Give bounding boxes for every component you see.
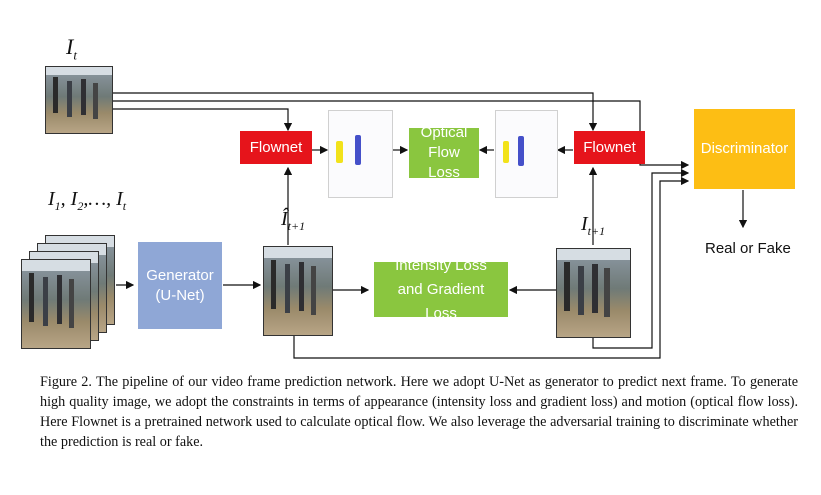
arrow-target-to-discriminator xyxy=(592,168,690,349)
frame-it-label: It xyxy=(66,34,77,63)
arrow-it-to-flownet-left xyxy=(112,108,293,132)
frame-it-image xyxy=(45,66,113,134)
sequence-frame xyxy=(21,259,91,349)
figure-caption: Figure 2. The pipeline of our video fram… xyxy=(40,374,798,450)
target-frame-label: It+1 xyxy=(581,213,606,238)
target-frame-image xyxy=(556,248,631,338)
predicted-frame-label: Ît+1 xyxy=(281,208,306,233)
generator-box: Generator (U-Net) xyxy=(138,242,222,329)
pipeline-figure: It I1, I2,…, It Generator (U-Net) Ît+1 F… xyxy=(21,34,795,359)
arrow-it-to-flownet-right xyxy=(112,92,598,132)
flow-blob xyxy=(518,136,524,166)
flow-blob xyxy=(355,135,361,165)
flownet-left-box: Flownet xyxy=(240,131,312,164)
optical-flow-loss-box: Optical Flow Loss xyxy=(409,124,479,181)
flow-blob xyxy=(336,141,343,163)
optical-flow-image-right xyxy=(495,110,558,198)
intensity-gradient-loss-box: Intensity Loss and Gradient Loss xyxy=(374,257,508,322)
predicted-frame-image xyxy=(263,246,333,336)
discriminator-box: Discriminator xyxy=(694,109,795,189)
arrow-predicted-to-discriminator xyxy=(293,176,690,359)
output-label: Real or Fake xyxy=(705,240,791,257)
flownet-right-box: Flownet xyxy=(574,131,645,164)
optical-flow-image-left xyxy=(328,110,393,198)
sequence-label: I1, I2,…, It xyxy=(48,188,127,213)
flow-blob xyxy=(503,141,509,163)
